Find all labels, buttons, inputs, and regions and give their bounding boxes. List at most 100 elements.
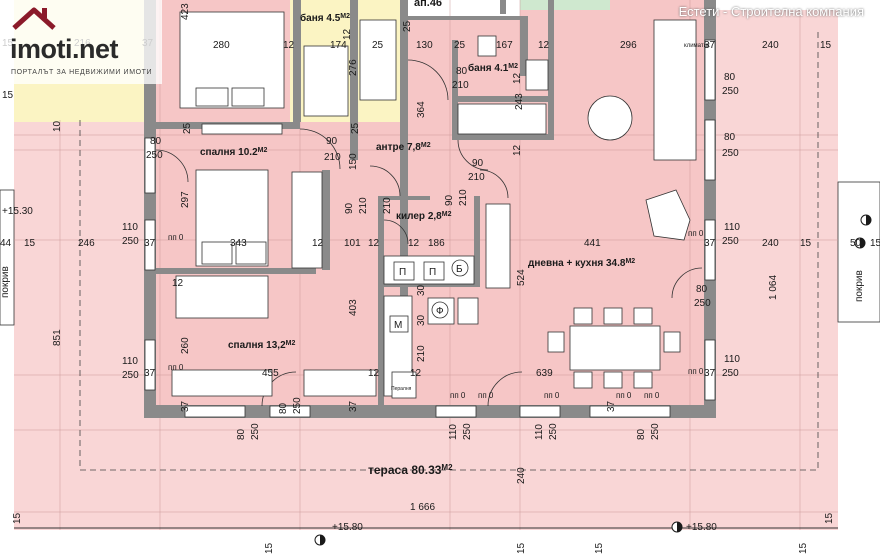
svg-text:110: 110	[724, 354, 740, 365]
svg-text:90: 90	[472, 158, 484, 169]
roof-right-label: покрив	[854, 270, 865, 302]
svg-text:186: 186	[428, 238, 445, 249]
svg-text:80: 80	[636, 428, 647, 440]
svg-text:423: 423	[180, 3, 191, 20]
svg-text:250: 250	[292, 397, 303, 414]
svg-text:280: 280	[213, 40, 230, 51]
svg-text:110: 110	[534, 424, 545, 440]
svg-text:250: 250	[122, 236, 139, 247]
svg-text:25: 25	[350, 122, 361, 134]
roof-left	[0, 189, 15, 326]
svg-text:12: 12	[368, 238, 380, 249]
svg-text:пп 0: пп 0	[688, 367, 704, 376]
svg-text:250: 250	[722, 368, 739, 379]
sofa	[653, 19, 697, 161]
dining-table	[569, 325, 661, 371]
green-strip	[520, 0, 610, 10]
level-bottom-left: +15.80	[332, 522, 363, 533]
logo-subtitle: ПОРТАЛЪТ ЗА НЕДВИЖИМИ ИМОТИ	[11, 69, 153, 76]
svg-text:364: 364	[416, 101, 427, 118]
svg-text:Б: Б	[456, 264, 463, 275]
svg-text:30: 30	[416, 314, 427, 326]
svg-text:1 666: 1 666	[410, 502, 435, 513]
svg-text:101: 101	[344, 238, 361, 249]
svg-text:12: 12	[538, 40, 550, 51]
svg-text:250: 250	[122, 370, 139, 381]
svg-text:110: 110	[724, 222, 740, 233]
svg-text:250: 250	[722, 86, 739, 97]
svg-text:37: 37	[348, 400, 359, 412]
svg-text:12: 12	[512, 72, 523, 84]
room-terrace: тераса 80.33M2	[368, 463, 453, 477]
svg-text:250: 250	[250, 423, 261, 440]
room-bath1: баня 4.5M2	[300, 12, 350, 24]
white-shaft	[400, 0, 520, 16]
room-bed1: спалня 10.2M2	[200, 147, 267, 158]
svg-text:37: 37	[704, 40, 716, 51]
svg-text:240: 240	[762, 40, 779, 51]
svg-text:150: 150	[348, 153, 359, 170]
svg-text:276: 276	[348, 59, 359, 76]
svg-text:80: 80	[278, 402, 289, 414]
svg-text:250: 250	[650, 423, 661, 440]
dimension-labels: 423 15 216 37 280 12 174 25 130 25 167 1…	[0, 3, 880, 554]
level-markers	[314, 214, 872, 546]
svg-text:130: 130	[416, 40, 433, 51]
svg-text:90: 90	[444, 194, 455, 206]
site-logo[interactable]: imoti.net ПОРТАЛЪТ ЗА НЕДВИЖИМИ ИМОТИ	[0, 0, 162, 84]
clima-label: климатик	[684, 43, 710, 49]
svg-text:12: 12	[342, 28, 353, 40]
svg-text:210: 210	[416, 345, 427, 362]
svg-text:12: 12	[368, 368, 380, 379]
svg-text:250: 250	[722, 236, 739, 247]
round-table	[587, 95, 633, 141]
svg-text:250: 250	[722, 148, 739, 159]
svg-text:10: 10	[52, 120, 63, 132]
room-pantry: килер 2,8M2	[396, 211, 452, 222]
svg-text:12: 12	[312, 238, 324, 249]
svg-text:25: 25	[402, 20, 413, 32]
svg-text:12: 12	[408, 238, 420, 249]
svg-text:пп 0: пп 0	[544, 391, 560, 400]
svg-text:пп 0: пп 0	[450, 391, 466, 400]
svg-text:210: 210	[452, 80, 469, 91]
svg-text:15: 15	[870, 238, 880, 249]
svg-text:37: 37	[704, 368, 716, 379]
svg-text:250: 250	[694, 298, 711, 309]
svg-text:524: 524	[516, 269, 527, 286]
house-icon	[12, 7, 56, 30]
svg-text:Ф: Ф	[436, 306, 444, 317]
svg-text:пп 0: пп 0	[644, 391, 660, 400]
svg-text:80: 80	[724, 72, 736, 83]
roof-left-label: покрив	[0, 266, 11, 298]
svg-text:403: 403	[348, 299, 359, 316]
svg-text:80: 80	[236, 428, 247, 440]
level-bottom-right: +15.80	[686, 522, 717, 533]
svg-text:12: 12	[172, 278, 184, 289]
room-bath2: баня 4.1M2	[468, 62, 518, 74]
svg-text:15: 15	[24, 238, 36, 249]
svg-text:25: 25	[182, 122, 193, 134]
svg-text:250: 250	[548, 423, 559, 440]
svg-text:15: 15	[594, 542, 605, 554]
svg-text:174: 174	[330, 40, 347, 51]
svg-text:37: 37	[144, 238, 156, 249]
furniture	[171, 11, 697, 399]
svg-text:167: 167	[496, 40, 513, 51]
svg-text:90: 90	[326, 136, 338, 147]
bathtub	[457, 103, 547, 135]
svg-text:пп 0: пп 0	[168, 363, 184, 372]
svg-text:37: 37	[144, 368, 156, 379]
svg-text:15: 15	[516, 542, 527, 554]
level-left: +15.30	[2, 206, 33, 217]
svg-text:пп 0: пп 0	[616, 391, 632, 400]
svg-text:15: 15	[12, 512, 23, 524]
svg-text:90: 90	[344, 202, 355, 214]
svg-text:П: П	[429, 267, 436, 278]
svg-text:37: 37	[704, 238, 716, 249]
svg-text:Пералня: Пералня	[391, 386, 412, 392]
svg-text:44: 44	[0, 238, 12, 249]
svg-text:П: П	[399, 267, 406, 278]
roof-right	[837, 181, 880, 323]
